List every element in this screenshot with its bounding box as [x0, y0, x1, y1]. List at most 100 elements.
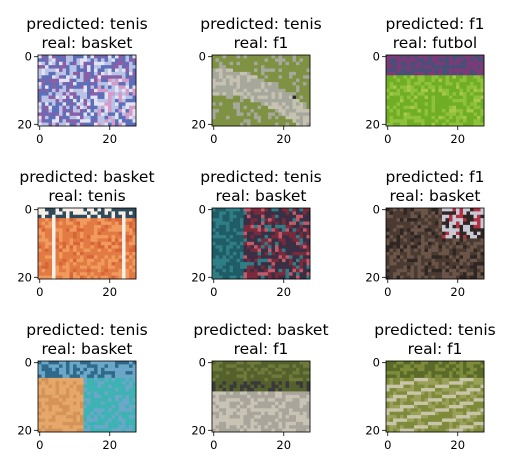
- image-pixel: [111, 211, 116, 216]
- image-pixel: [240, 214, 244, 219]
- image-pixel: [257, 228, 262, 233]
- image-pixel: [38, 105, 42, 110]
- image-pixel: [435, 68, 439, 73]
- image-pixel: [45, 55, 49, 59]
- image-pixel: [222, 122, 227, 127]
- image-pixel: [118, 65, 123, 69]
- image-pixel: [62, 122, 67, 127]
- x-tick-label: 20: [102, 285, 117, 299]
- image-pixel: [275, 119, 279, 124]
- image-pixel: [104, 221, 109, 226]
- image-pixel: [66, 98, 70, 103]
- image-pixel: [122, 377, 126, 382]
- image-pixel: [292, 119, 297, 124]
- image-pixel: [296, 265, 300, 270]
- image-pixel: [219, 82, 223, 86]
- image-pixel: [233, 71, 237, 76]
- image-pixel: [289, 384, 293, 389]
- image-pixel: [480, 221, 485, 226]
- image-pixel: [229, 401, 234, 406]
- image-pixel: [389, 122, 394, 127]
- image-pixel: [292, 415, 297, 419]
- image-pixel: [268, 85, 272, 90]
- image-pixel: [229, 109, 234, 113]
- image-pixel: [59, 241, 63, 246]
- image-pixel: [400, 241, 404, 246]
- image-pixel: [477, 208, 481, 212]
- image-pixel: [417, 82, 422, 86]
- image-pixel: [431, 92, 436, 96]
- image-pixel: [115, 238, 119, 243]
- image-pixel: [59, 112, 63, 117]
- image-pixel: [424, 268, 429, 273]
- image-pixel: [48, 235, 53, 239]
- image-pixel: [473, 95, 478, 100]
- image-pixel: [111, 105, 116, 110]
- image-pixel: [38, 115, 42, 120]
- image-pixel: [212, 255, 216, 260]
- image-pixel: [452, 105, 457, 110]
- image-pixel: [410, 231, 415, 236]
- image-pixel: [393, 208, 397, 212]
- image-pixel: [52, 58, 56, 63]
- image-pixel: [222, 55, 227, 59]
- image-pixel: [445, 95, 450, 100]
- image-pixel: [76, 245, 81, 249]
- image-pixel: [396, 55, 401, 59]
- image-pixel: [97, 428, 102, 433]
- image-pixel: [129, 82, 133, 86]
- image-pixel: [389, 268, 394, 273]
- image-pixel: [421, 272, 425, 277]
- image-pixel: [104, 258, 109, 263]
- image-pixel: [275, 251, 279, 256]
- image-pixel: [261, 85, 265, 90]
- image-pixel: [66, 71, 70, 76]
- image-pixel: [229, 221, 234, 226]
- image-pixel: [52, 428, 56, 433]
- image-pixel: [66, 404, 70, 409]
- image-pixel: [94, 398, 98, 402]
- image-pixel: [445, 241, 450, 246]
- image-pixel: [438, 68, 443, 73]
- image-pixel: [229, 258, 234, 263]
- image-pixel: [80, 384, 84, 389]
- image-pixel: [403, 71, 408, 76]
- image-pixel: [212, 109, 216, 113]
- image-pixel: [306, 425, 311, 430]
- image-pixel: [261, 255, 265, 260]
- image-pixel: [431, 235, 436, 239]
- image-pixel: [52, 404, 56, 409]
- y-tick-label: 20: [365, 117, 380, 131]
- image-pixel: [125, 374, 130, 379]
- image-pixel: [76, 58, 81, 63]
- image-pixel: [243, 398, 248, 402]
- image-pixel: [243, 381, 248, 386]
- image-pixel: [125, 68, 130, 73]
- image-pixel: [132, 394, 137, 399]
- image-pixel: [470, 224, 474, 229]
- image-pixel: [400, 115, 404, 120]
- image-pixel: [424, 241, 429, 246]
- image-pixel: [285, 248, 290, 253]
- image-pixel: [222, 394, 227, 399]
- image-pixel: [254, 275, 258, 280]
- image-pixel: [41, 428, 46, 433]
- image-pixel: [456, 71, 460, 76]
- image-pixel: [87, 275, 91, 280]
- image-pixel: [111, 65, 116, 69]
- image-pixel: [115, 371, 119, 375]
- image-pixel: [459, 238, 464, 243]
- image-pixel: [118, 102, 123, 107]
- image-pixel: [48, 75, 53, 80]
- image-pixel: [45, 85, 49, 90]
- image-pixel: [452, 272, 457, 277]
- image-pixel: [261, 415, 265, 419]
- image-pixel: [226, 428, 230, 433]
- image-pixel: [101, 95, 105, 100]
- image-pixel: [438, 88, 443, 93]
- image-pixel: [59, 211, 63, 216]
- image-pixel: [45, 275, 49, 280]
- image-pixel: [421, 374, 425, 379]
- image-pixel: [243, 428, 248, 433]
- image-pixel: [48, 408, 53, 413]
